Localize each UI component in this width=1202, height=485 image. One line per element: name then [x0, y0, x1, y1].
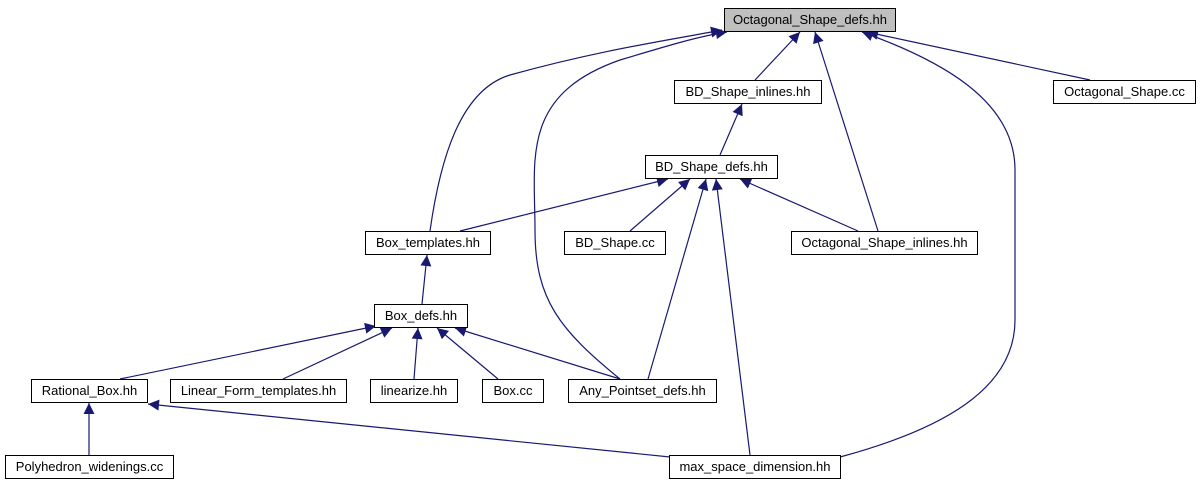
node-polyhedron-widenings[interactable]: Polyhedron_widenings.cc [5, 455, 174, 479]
edge-box-defs-to-box-templates [420, 254, 432, 305]
edge-bd-shape-cc-to-bd-shape-defs [629, 178, 691, 232]
node-bd-shape-cc[interactable]: BD_Shape.cc [564, 231, 666, 255]
node-box-templates[interactable]: Box_templates.hh [365, 231, 491, 255]
node-linearize[interactable]: linearize.hh [370, 379, 458, 403]
node-octagonal-shape-defs[interactable]: Octagonal_Shape_defs.hh [724, 8, 896, 32]
node-bd-shape-inlines[interactable]: BD_Shape_inlines.hh [674, 80, 822, 104]
node-linear-form-templates[interactable]: Linear_Form_templates.hh [170, 379, 347, 403]
node-octagonal-shape-cc[interactable]: Octagonal_Shape.cc [1053, 80, 1196, 104]
node-max-space-dimension[interactable]: max_space_dimension.hh [669, 455, 841, 479]
edge-linear-form-templates-to-box-defs [282, 327, 393, 380]
edge-max-space-dimension-to-bd-shape-defs [711, 178, 751, 456]
edge-bd-shape-inlines-to-octagonal-shape-defs [754, 31, 801, 81]
node-bd-shape-defs[interactable]: BD_Shape_defs.hh [645, 155, 778, 179]
node-box-defs[interactable]: Box_defs.hh [374, 304, 468, 328]
edge-octagonal-shape-inlines-to-bd-shape-defs [739, 178, 859, 232]
edge-octagonal-shape-cc-to-octagonal-shape-defs [866, 28, 1091, 81]
edge-rational-box-to-box-defs [119, 322, 377, 380]
edge-max-space-dimension-to-octagonal-shape-defs [839, 30, 1016, 458]
edge-max-space-dimension-to-rational-box [147, 399, 681, 459]
edge-any-pointset-defs-to-bd-shape-defs [647, 178, 709, 380]
edge-any-pointset-defs-to-box-defs [454, 325, 621, 380]
edge-box-cc-to-box-defs [436, 327, 499, 380]
node-any-pointset-defs[interactable]: Any_Pointset_defs.hh [568, 379, 717, 403]
edge-octagonal-shape-inlines-to-octagonal-shape-defs [813, 31, 879, 232]
edge-linearize-to-box-defs [411, 327, 423, 380]
edge-box-templates-to-octagonal-shape-defs [429, 26, 723, 232]
node-box-cc[interactable]: Box.cc [482, 379, 544, 403]
node-octagonal-shape-inlines[interactable]: Octagonal_Shape_inlines.hh [791, 231, 978, 255]
edge-bd-shape-defs-to-bd-shape-inlines [719, 103, 743, 156]
edge-any-pointset-defs-to-octagonal-shape-defs [533, 28, 728, 380]
edge-box-templates-to-bd-shape-defs [459, 176, 669, 232]
node-rational-box[interactable]: Rational_Box.hh [31, 379, 148, 403]
